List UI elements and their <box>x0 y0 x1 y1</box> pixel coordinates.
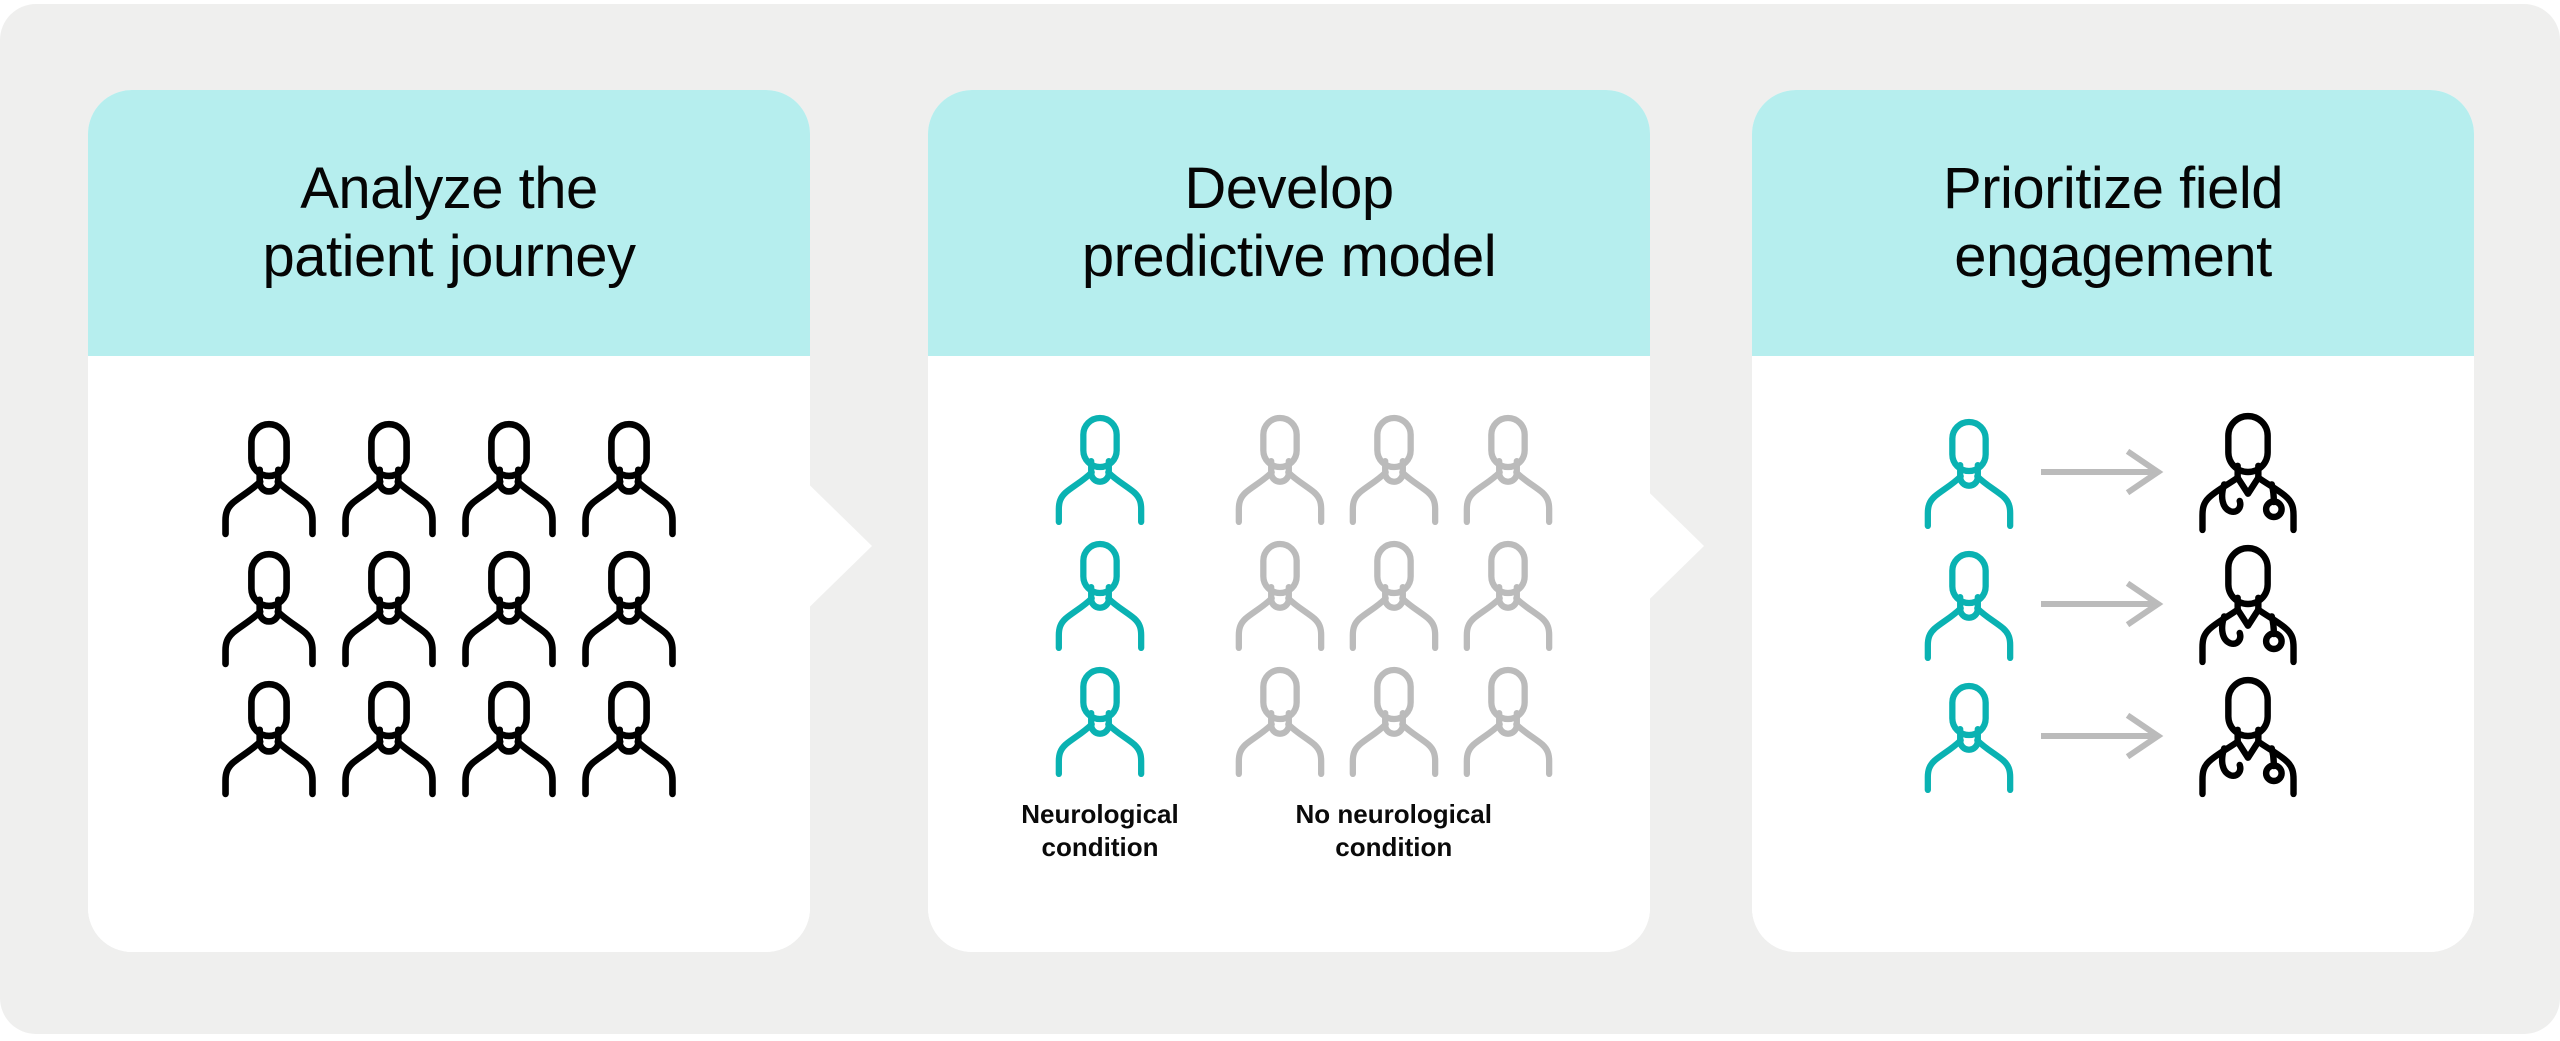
person-icon-cell-teal <box>1051 664 1149 778</box>
person-icon <box>1924 418 2014 530</box>
person-icon <box>1349 414 1439 526</box>
card-body-1 <box>88 356 810 952</box>
flow-patient-icon-cell <box>1920 416 2018 530</box>
arrow-right-icon <box>2041 580 2164 628</box>
doctor-icon <box>2199 544 2297 666</box>
person-icon <box>1055 540 1145 652</box>
card-title-3: Prioritize field engagement <box>1942 155 2284 289</box>
person-icon <box>222 680 316 798</box>
cohort-label-no-neurological: No neurological condition <box>1295 799 1492 862</box>
person-icon <box>1463 414 1553 526</box>
patient-to-doctor-flows <box>1920 412 2306 798</box>
card-title-2: Develop predictive model <box>1081 155 1497 289</box>
person-icon <box>582 550 676 668</box>
person-icon-cell <box>337 678 441 798</box>
card-analyze-patient-journey[interactable]: Analyze the patient journey <box>88 90 810 952</box>
person-icon <box>1235 414 1325 526</box>
person-icon <box>1235 666 1325 778</box>
arrow-right-icon <box>2041 448 2164 496</box>
flow-doctor-icon-cell <box>2190 544 2306 666</box>
flow-arrow-cell <box>2040 448 2168 496</box>
person-icon-cell <box>337 418 441 538</box>
flow-patient-icon-cell <box>1920 548 2018 662</box>
card-body-3 <box>1752 356 2474 952</box>
doctor-icon <box>2199 676 2297 798</box>
person-icon <box>462 550 556 668</box>
person-grid-gray <box>1231 412 1557 778</box>
person-icon-cell <box>217 548 321 668</box>
flow-arrow-cell <box>2040 712 2168 760</box>
person-icon <box>1924 550 2014 662</box>
person-icon <box>462 420 556 538</box>
cohort-split-grid: Neurological condition No neurological c… <box>1021 412 1556 863</box>
person-icon-cell-gray <box>1345 664 1443 778</box>
person-icon <box>1349 540 1439 652</box>
person-icon-cell-gray <box>1231 412 1329 526</box>
person-icon <box>1235 540 1325 652</box>
person-icon <box>342 420 436 538</box>
flow-arrow-cell <box>2040 580 2168 628</box>
person-icon-cell <box>457 548 561 668</box>
card-header-2: Develop predictive model <box>928 90 1650 356</box>
flow-doctor-icon-cell <box>2190 412 2306 534</box>
flow-row <box>1920 412 2306 534</box>
arrow-right-icon <box>2041 712 2164 760</box>
card-title-1: Analyze the patient journey <box>262 155 636 289</box>
person-icon-cell <box>337 548 441 668</box>
person-icon-cell-gray <box>1231 538 1329 652</box>
person-icon-cell <box>457 678 561 798</box>
person-icon-cell <box>457 418 561 538</box>
person-icon <box>342 550 436 668</box>
person-icon <box>1463 540 1553 652</box>
person-icon <box>1055 414 1145 526</box>
card-body-2: Neurological condition No neurological c… <box>928 356 1650 952</box>
person-icon <box>222 550 316 668</box>
person-icon <box>582 420 676 538</box>
card-prioritize-field-engagement[interactable]: Prioritize field engagement <box>1752 90 2474 952</box>
person-icon <box>1055 666 1145 778</box>
person-column-teal <box>1051 412 1149 778</box>
person-icon-cell-gray <box>1231 664 1329 778</box>
person-icon-cell-teal <box>1051 412 1149 526</box>
person-icon-cell-gray <box>1459 538 1557 652</box>
person-icon-cell-teal <box>1051 538 1149 652</box>
person-icon-cell-gray <box>1459 412 1557 526</box>
flow-row <box>1920 676 2306 798</box>
person-grid-12 <box>217 418 681 798</box>
person-icon <box>342 680 436 798</box>
flow-patient-icon-cell <box>1920 680 2018 794</box>
person-icon-cell-gray <box>1459 664 1557 778</box>
person-icon-cell-gray <box>1345 538 1443 652</box>
person-icon <box>462 680 556 798</box>
person-icon-cell <box>577 678 681 798</box>
person-icon <box>222 420 316 538</box>
flow-row <box>1920 544 2306 666</box>
person-icon-cell-gray <box>1345 412 1443 526</box>
person-icon-cell <box>577 418 681 538</box>
person-icon-cell <box>217 678 321 798</box>
cohort-label-neurological: Neurological condition <box>1021 799 1179 862</box>
person-icon-cell <box>217 418 321 538</box>
person-icon <box>1349 666 1439 778</box>
person-icon <box>1924 682 2014 794</box>
cohort-group-neurological: Neurological condition <box>1021 412 1179 863</box>
card-develop-predictive-model[interactable]: Develop predictive model Neurological co… <box>928 90 1650 952</box>
cohort-group-no-neurological: No neurological condition <box>1231 412 1557 863</box>
person-icon <box>582 680 676 798</box>
card-header-1: Analyze the patient journey <box>88 90 810 356</box>
card-header-3: Prioritize field engagement <box>1752 90 2474 356</box>
flow-doctor-icon-cell <box>2190 676 2306 798</box>
doctor-icon <box>2199 412 2297 534</box>
person-icon-cell <box>577 548 681 668</box>
person-icon <box>1463 666 1553 778</box>
